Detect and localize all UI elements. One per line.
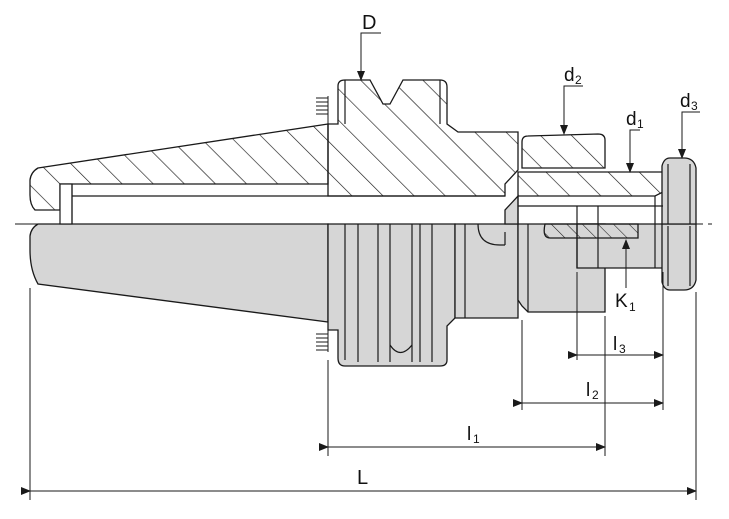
- internal-lines: [59, 80, 691, 225]
- label-d3: d 3: [680, 91, 698, 113]
- label-d1: d 1: [626, 109, 644, 131]
- label-d1-sub: 1: [637, 117, 644, 131]
- label-K1: K 1: [615, 291, 636, 314]
- dimension-lines: [21, 32, 700, 500]
- label-d1-text: d: [626, 109, 637, 130]
- label-l2: l 2: [586, 380, 599, 402]
- label-l3-sub: 3: [619, 342, 626, 356]
- key-serration-top: [316, 96, 329, 124]
- holder-body-lower: [29, 223, 697, 367]
- label-L: L: [357, 467, 368, 489]
- label-l3: l 3: [613, 334, 626, 356]
- label-l1: l 1: [467, 424, 480, 446]
- label-d2-sub: 2: [575, 73, 582, 87]
- label-d3-sub: 3: [691, 99, 698, 113]
- label-L-text: L: [357, 467, 368, 489]
- label-l3-text: l: [613, 334, 617, 355]
- label-l1-sub: 1: [473, 432, 480, 446]
- label-l1-text: l: [467, 424, 471, 445]
- label-l2-text: l: [586, 380, 590, 401]
- label-d3-text: d: [680, 91, 691, 112]
- label-d2: d 2: [564, 65, 582, 87]
- label-K1-sub: 1: [629, 300, 636, 314]
- label-K1-text: K: [615, 291, 628, 312]
- label-D: D: [362, 12, 376, 34]
- holder-body-upper: [29, 79, 697, 239]
- label-d2-text: d: [564, 65, 575, 86]
- label-l2-sub: 2: [592, 388, 599, 402]
- label-D-text: D: [362, 12, 376, 34]
- key-serration-bottom: [316, 326, 329, 352]
